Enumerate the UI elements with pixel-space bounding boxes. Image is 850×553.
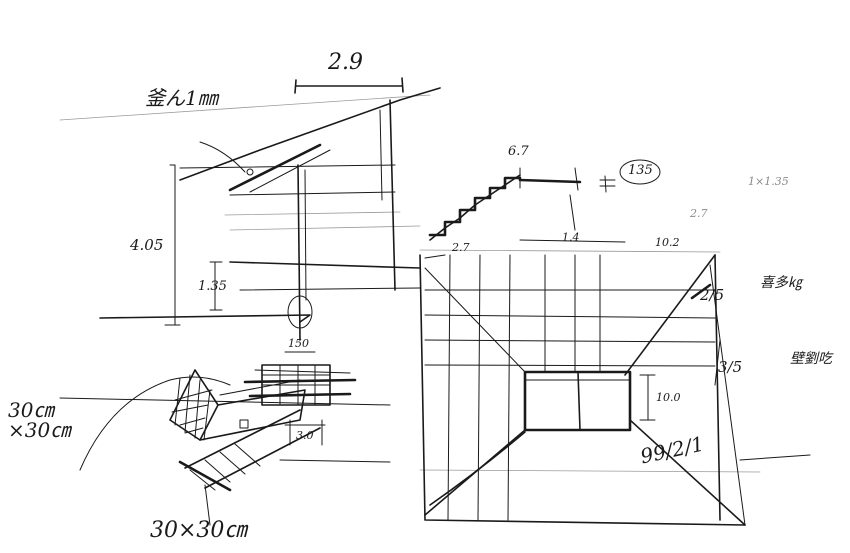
right-perspective-sketch — [419, 254, 811, 526]
stair-top-dimension-label: 6.7 — [508, 144, 529, 159]
left-plan-isometric — [59, 351, 391, 526]
right-slope-note-label: 2/5 — [700, 286, 725, 304]
right-jp-note-2-label: 壁劉吃 — [790, 351, 832, 367]
right-note-mid-label: 2.7 — [690, 207, 708, 220]
plan-bottom-dimension-label: 3.0 — [296, 429, 314, 442]
height-dimension-label: 4.05 — [130, 236, 164, 254]
stair-side-dimension-label: 1.4 — [562, 231, 580, 244]
section-note-left-label: 30㎝ ×30㎝ — [8, 398, 71, 442]
plan-dimension-label: 150 — [288, 337, 309, 350]
stair-circle-dimension-label: 135 — [628, 163, 653, 178]
rail-note-label: 釜ん1㎜ — [145, 86, 218, 110]
right-note-top-label: 1×1.35 — [748, 175, 789, 188]
top-dimension-label: 2.9 — [328, 50, 363, 75]
stair-bottom-dimension-label: 2.7 — [452, 241, 470, 254]
step-dimension-label: 1.35 — [198, 279, 227, 294]
left-elevation-sketch — [79, 77, 441, 471]
right-stair-sketch — [424, 159, 661, 259]
section-note-bottom-label: 30×30㎝ — [150, 518, 247, 543]
right-slope-note-2-label: 3/5 — [718, 358, 743, 376]
right-dimension-a-label: 10.2 — [655, 236, 680, 249]
paper-guide-lines — [59, 94, 761, 473]
right-jp-note-1-label: 喜多㎏ — [760, 275, 802, 291]
right-inner-dimension-label: 10.0 — [656, 391, 681, 404]
